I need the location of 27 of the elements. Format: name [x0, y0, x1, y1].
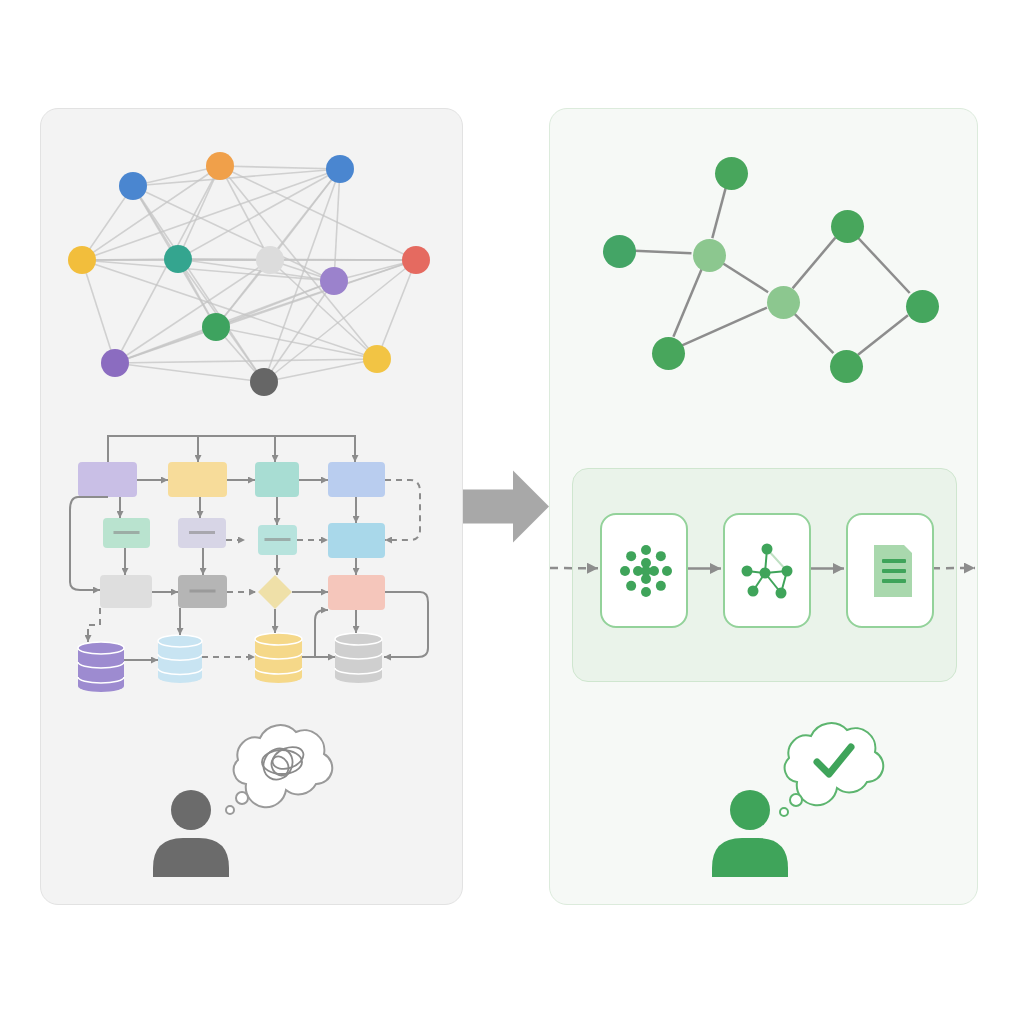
graph-node [602, 234, 636, 268]
graph-edge [681, 306, 768, 347]
arrow [809, 563, 844, 574]
graph-node [692, 238, 726, 272]
graph-edge [792, 311, 835, 355]
graph-node [830, 209, 864, 243]
graph-node [905, 289, 939, 323]
graph-edge [857, 314, 909, 356]
pipeline-container [572, 468, 957, 682]
graph-edge [711, 187, 727, 239]
process-box [600, 513, 688, 628]
graph-node [829, 349, 863, 383]
graph-node [766, 285, 800, 319]
arrow [550, 562, 598, 574]
arrow [932, 562, 975, 574]
graph-node [651, 336, 685, 370]
arrow [686, 563, 721, 574]
process-box [723, 513, 811, 628]
block-arrow [463, 470, 549, 543]
graph-edge [634, 249, 692, 255]
graph-edge [856, 236, 911, 294]
graph-edge [672, 268, 703, 338]
graph-edge [721, 261, 769, 294]
process-box [846, 513, 934, 628]
comparison-panel [549, 108, 978, 905]
graph-edge [791, 236, 837, 290]
graph-node [714, 156, 748, 190]
